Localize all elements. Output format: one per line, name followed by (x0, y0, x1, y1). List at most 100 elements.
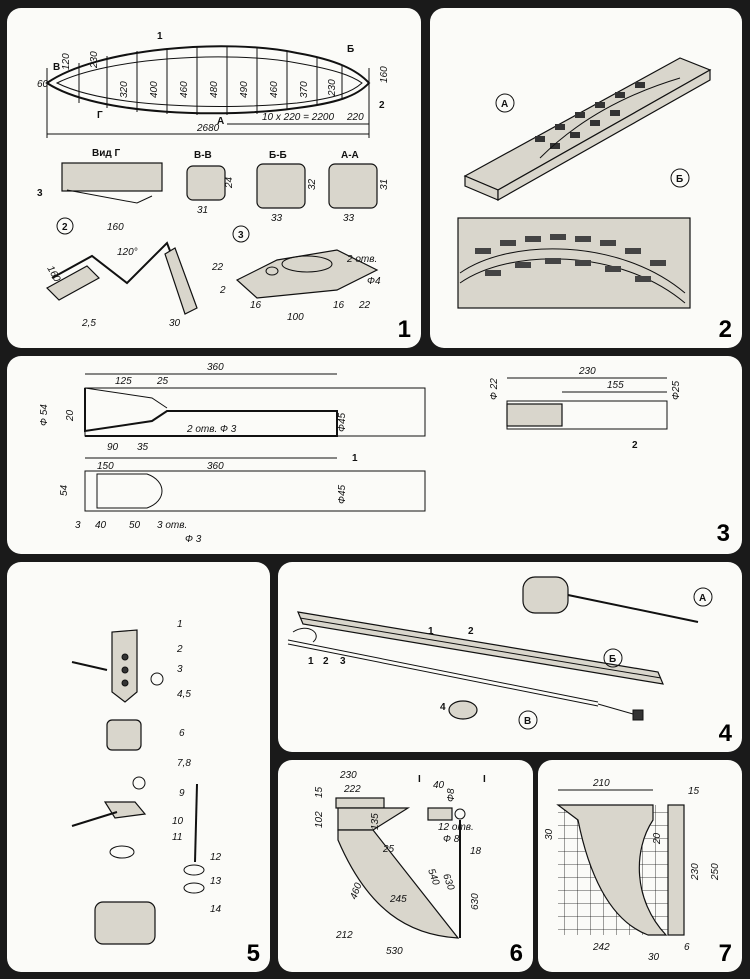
board-top (463, 57, 712, 191)
view-g-callout-3: 3 (37, 188, 43, 199)
svg-text:Б: Б (676, 174, 683, 185)
panel-1-drawing: 60 120 230 320 400 460 480 490 460 370 2… (37, 31, 390, 329)
svg-text:А-А: А-А (341, 150, 359, 161)
svg-text:Ф 22: Ф 22 (489, 378, 500, 400)
dim-220: 220 (346, 112, 364, 123)
svg-text:35: 35 (137, 442, 149, 453)
dim-370: 370 (299, 81, 310, 98)
svg-text:24: 24 (224, 176, 235, 189)
svg-text:11: 11 (172, 832, 182, 843)
svg-text:Ф4: Ф4 (367, 276, 381, 287)
detail-a-rod (522, 576, 569, 614)
svg-text:33: 33 (271, 213, 283, 224)
svg-text:3: 3 (177, 664, 183, 675)
svg-text:230: 230 (690, 863, 701, 881)
svg-text:2,5: 2,5 (81, 318, 96, 329)
view-g-block (61, 162, 163, 192)
svg-text:I: I (483, 774, 486, 785)
svg-text:630: 630 (440, 872, 456, 892)
part-1 (111, 629, 138, 703)
svg-text:3 отв.: 3 отв. (157, 520, 187, 531)
svg-text:15: 15 (688, 786, 700, 797)
svg-text:630: 630 (470, 893, 481, 910)
svg-text:100: 100 (287, 312, 304, 323)
part-14 (94, 901, 156, 945)
svg-text:Ф 3: Ф 3 (185, 534, 202, 545)
svg-text:32: 32 (307, 178, 318, 190)
circle-3 (232, 225, 250, 243)
section-a-a: А-А 33 31 (328, 150, 390, 224)
part-9 (103, 801, 147, 819)
part-6 (106, 719, 142, 751)
part-4-roller (448, 700, 478, 720)
section-b-b: Б-Б 33 32 (256, 150, 318, 224)
svg-text:2: 2 (62, 222, 68, 233)
svg-text:2: 2 (468, 626, 474, 637)
svg-text:3: 3 (238, 230, 244, 241)
svg-text:А: А (501, 99, 508, 110)
svg-text:Ф45: Ф45 (337, 412, 348, 432)
svg-text:360: 360 (207, 362, 224, 373)
dim-230b: 230 (327, 79, 338, 97)
letter-g: Г (97, 110, 103, 121)
svg-text:50: 50 (129, 520, 141, 531)
svg-text:1: 1 (428, 626, 434, 637)
panel-7-number: 7 (718, 940, 732, 967)
svg-text:1: 1 (352, 453, 358, 464)
panel-4-number: 4 (718, 720, 732, 747)
svg-text:540: 540 (425, 867, 441, 887)
svg-text:20: 20 (65, 409, 76, 422)
svg-text:22: 22 (211, 262, 224, 273)
svg-text:2 отв. Ф 3: 2 отв. Ф 3 (186, 424, 237, 435)
svg-text:4,5: 4,5 (177, 689, 191, 700)
panel-7-rudder: 210 15 30 20 230 250 242 30 6 7 (538, 760, 742, 972)
svg-text:155: 155 (607, 380, 624, 391)
svg-text:12: 12 (210, 852, 222, 863)
panel-5-number: 5 (246, 940, 260, 967)
svg-text:I: I (418, 774, 421, 785)
svg-text:6: 6 (179, 728, 185, 739)
panel-1-wing-spar: 60 120 230 320 400 460 480 490 460 370 2… (7, 8, 421, 348)
svg-text:242: 242 (592, 942, 610, 953)
dim-230: 230 (89, 51, 100, 69)
panel-6-number: 6 (509, 940, 523, 967)
dim-460b: 460 (269, 81, 280, 98)
svg-text:230: 230 (339, 770, 357, 781)
svg-text:31: 31 (379, 179, 390, 190)
svg-text:30: 30 (648, 952, 660, 963)
svg-text:13: 13 (210, 876, 222, 887)
svg-text:22: 22 (358, 300, 371, 311)
svg-text:10: 10 (172, 816, 184, 827)
dim-490: 490 (239, 81, 250, 98)
panel-3-mast-parts: 360 125 25 Ф 54 20 2 отв. Ф 3 Ф45 90 35 … (7, 356, 742, 554)
svg-text:6: 6 (684, 942, 690, 953)
svg-text:12 отв.: 12 отв. (438, 822, 474, 833)
svg-text:245: 245 (389, 894, 407, 905)
svg-text:150: 150 (97, 461, 114, 472)
dim-60: 60 (37, 79, 49, 90)
svg-text:230: 230 (578, 366, 596, 377)
panel-3-drawing: 360 125 25 Ф 54 20 2 отв. Ф 3 Ф45 90 35 … (39, 362, 682, 545)
svg-text:40: 40 (433, 780, 445, 791)
panel-4-boom: А Б В 1 2 1 2 3 4 4 (278, 562, 742, 752)
panel-3-number: 3 (716, 520, 730, 547)
svg-text:30: 30 (169, 318, 181, 329)
svg-text:2: 2 (176, 644, 183, 655)
panel-2-drawing: А Б (457, 57, 712, 309)
rudder-blade (556, 804, 668, 936)
svg-text:2: 2 (323, 656, 329, 667)
svg-text:530: 530 (386, 946, 403, 957)
svg-text:125: 125 (115, 376, 132, 387)
svg-text:Ф25: Ф25 (671, 380, 682, 400)
svg-text:Ф 54: Ф 54 (39, 404, 50, 426)
svg-text:33: 33 (343, 213, 355, 224)
dim-total: 2680 (196, 123, 220, 134)
svg-text:222: 222 (343, 784, 361, 795)
svg-text:2: 2 (219, 285, 226, 296)
svg-text:210: 210 (592, 778, 610, 789)
svg-text:54: 54 (59, 484, 70, 496)
centerboard-blade (337, 829, 460, 939)
svg-text:102: 102 (314, 811, 325, 828)
svg-text:25: 25 (382, 844, 395, 855)
svg-text:31: 31 (197, 205, 208, 216)
